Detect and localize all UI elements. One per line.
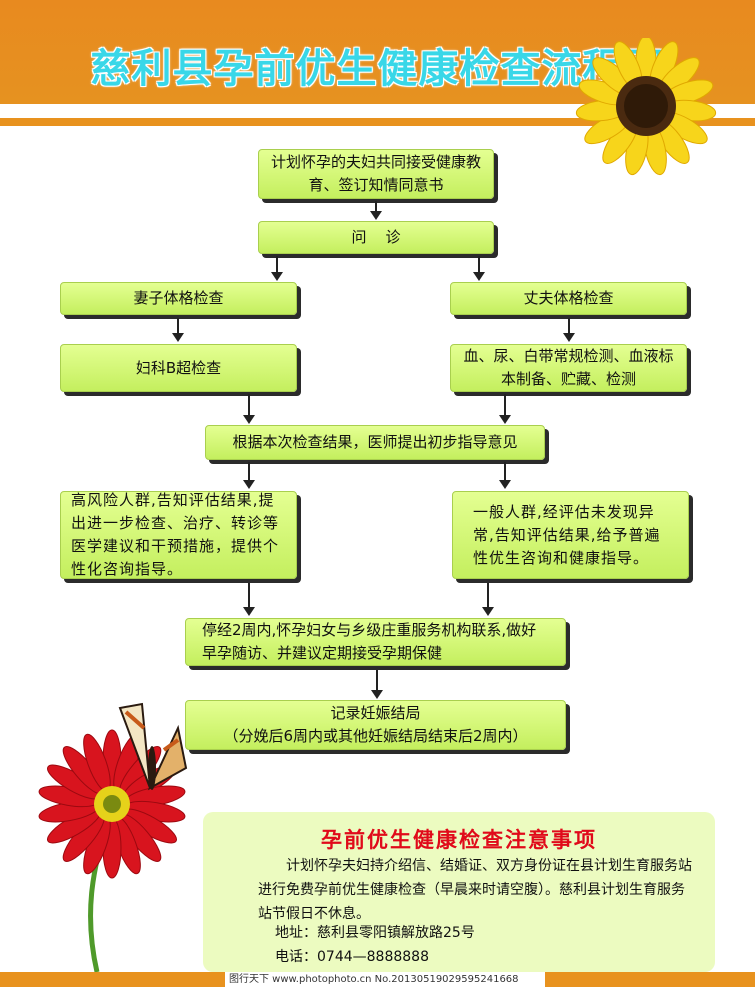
arrow-down	[271, 256, 283, 281]
flow-step-doctor-advice: 根据本次检查结果，医师提出初步指导意见	[205, 425, 545, 460]
flow-step-high-risk-text: 高风险人群,告知评估结果,提出进一步检查、治疗、转诊等医学建议和干预措施，提供个…	[71, 491, 280, 578]
flow-step-husband-exam: 丈夫体格检查	[450, 282, 687, 315]
flower-butterfly-icon	[38, 702, 188, 973]
flow-step-wife-exam: 妻子体格检查	[60, 282, 297, 315]
header-divider	[0, 118, 755, 126]
sunflower-icon	[575, 38, 717, 176]
arrow-down	[371, 670, 383, 699]
flow-step-wife-ultrasound-text: 妇科B超检查	[135, 358, 222, 377]
flow-step-health-education: 计划怀孕的夫妇共同接受健康教育、签订知情同意书	[258, 149, 494, 199]
flow-step-followup: 停经2周内,怀孕妇女与乡级庄重服务机构联系,做好早孕随访、并建议定期接受孕期保健	[185, 618, 566, 666]
arrow-down	[499, 462, 511, 489]
flow-step-followup-text: 停经2周内,怀孕妇女与乡级庄重服务机构联系,做好早孕随访、并建议定期接受孕期保健	[202, 621, 537, 662]
notice-title: 孕前优生健康检查注意事项	[321, 828, 597, 852]
flow-step-record-outcome: 记录妊娠结局 （分娩后6周内或其他妊娠结局结束后2周内）	[185, 700, 566, 750]
arrow-down	[473, 256, 485, 281]
arrow-down	[243, 394, 255, 424]
notice-phone: 电话：0744—8888888	[275, 949, 429, 965]
flow-step-general-population: 一般人群,经评估未发现异常,告知评估结果,给予普遍性优生咨询和健康指导。	[452, 491, 689, 579]
notice-body: 计划怀孕夫妇持介绍信、结婚证、双方身份证在县计划生育服务站进行免费孕前优生健康检…	[258, 858, 692, 922]
flow-step-doctor-advice-text: 根据本次检查结果，医师提出初步指导意见	[232, 433, 518, 451]
arrow-down	[243, 462, 255, 489]
arrow-down	[172, 318, 184, 342]
flow-step-wife-ultrasound: 妇科B超检查	[60, 344, 297, 392]
flow-step-wife-exam-text: 妻子体格检查	[133, 289, 224, 307]
flow-step-high-risk: 高风险人群,告知评估结果,提出进一步检查、治疗、转诊等医学建议和干预措施，提供个…	[60, 491, 297, 579]
arrow-down	[243, 583, 255, 616]
flow-step-record-outcome-note: （分娩后6周内或其他妊娠结局结束后2周内）	[223, 727, 528, 745]
flow-step-consultation: 问 诊	[258, 221, 494, 254]
flow-step-general-population-text: 一般人群,经评估未发现异常,告知评估结果,给予普遍性优生咨询和健康指导。	[473, 502, 661, 567]
notice-panel: 孕前优生健康检查注意事项 计划怀孕夫妇持介绍信、结婚证、双方身份证在县计划生育服…	[203, 812, 715, 972]
flow-step-husband-lab-tests-text: 血、尿、白带常规检测、血液标本制备、贮藏、检测	[463, 347, 674, 388]
flow-step-record-outcome-title: 记录妊娠结局	[330, 704, 421, 722]
arrow-down	[370, 201, 382, 220]
footer-watermark: 图行天下 www.photophoto.cn No.20130519029595…	[225, 972, 545, 987]
flow-step-health-education-text: 计划怀孕的夫妇共同接受健康教育、签订知情同意书	[271, 153, 482, 194]
notice-address: 地址：慈利县零阳镇解放路25号	[275, 925, 475, 941]
flow-step-husband-exam-text: 丈夫体格检查	[523, 289, 614, 307]
arrow-down	[482, 583, 494, 616]
page-title: 慈利县孕前优生健康检查流程图	[90, 46, 665, 92]
arrow-down	[499, 394, 511, 424]
flow-step-consultation-text: 问 诊	[351, 228, 401, 246]
flow-step-husband-lab-tests: 血、尿、白带常规检测、血液标本制备、贮藏、检测	[450, 344, 687, 392]
arrow-down	[563, 318, 575, 342]
